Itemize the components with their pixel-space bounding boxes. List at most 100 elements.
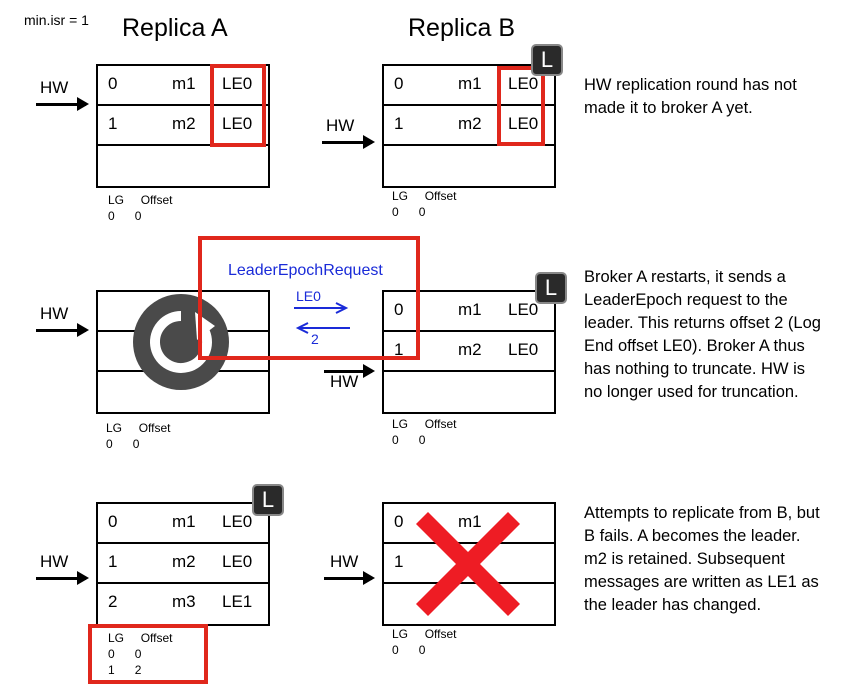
message-cell: m1 [458, 300, 482, 319]
hw-arrow-a2 [36, 323, 89, 337]
lg-header: LG [106, 421, 123, 435]
log-row: 0 m1 LE0 [98, 504, 268, 544]
min-isr-label: min.isr = 1 [24, 12, 89, 28]
log-row: 1 m2 LE0 [384, 332, 554, 372]
replica-a-title: Replica A [122, 14, 228, 42]
lg-header: LG [392, 627, 409, 641]
epoch-cell: LE0 [222, 74, 253, 93]
offset-header: Offset [140, 631, 173, 645]
leader-badge-b1: L [531, 44, 563, 76]
hw-label-b3: HW [330, 552, 359, 571]
hw-arrow-a1 [36, 97, 89, 111]
lg-offset-table-a2: LG Offset 0 0 [106, 420, 170, 452]
message-cell: m2 [172, 552, 196, 571]
offset-header: Offset [140, 193, 173, 207]
leader-epoch-request-label: LeaderEpochRequest [228, 262, 383, 279]
hw-label-b1: HW [326, 116, 355, 135]
message-cell: m1 [172, 74, 196, 93]
lg-offset-table-b1: LG Offset 0 0 [392, 188, 456, 220]
log-row: 1 m2 LE0 [98, 544, 268, 584]
log-row: 2 m3 LE1 [98, 584, 268, 624]
offset-cell: 1 [108, 114, 118, 133]
offset-cell: 1 [394, 340, 404, 359]
log-table-a3: 0 m1 LE0 1 m2 LE0 2 m3 LE1 [96, 502, 270, 626]
log-table-a1: 0 m1 LE0 1 m2 LE0 [96, 64, 270, 188]
epoch-cell: LE0 [508, 74, 539, 93]
lg-offset-table-b2: LG Offset 0 0 [392, 416, 456, 448]
failure-x-icon [415, 511, 521, 617]
offset-cell: 0 [108, 512, 118, 531]
lg-offset-highlight-a3 [88, 624, 208, 684]
offset-header: Offset [424, 189, 457, 203]
lg-value: 0 [106, 437, 113, 451]
leader-epoch-request-highlight [198, 236, 420, 360]
hw-label-a2: HW [40, 304, 69, 323]
log-table-b2: 0 m1 LE0 1 m2 LE0 [382, 290, 556, 414]
lg-header: LG [108, 631, 125, 645]
offset-value: 0 [418, 205, 426, 219]
offset-value: 2 [134, 663, 142, 677]
epoch-cell: LE0 [508, 114, 539, 133]
offset-header: Offset [138, 421, 171, 435]
leader-badge-b2: L [535, 272, 567, 304]
offset-cell: 0 [394, 300, 404, 319]
hw-label-b2: HW [330, 372, 359, 391]
request-arrow-label: LE0 [296, 288, 321, 304]
lg-offset-table-b3: LG Offset 0 0 [392, 626, 456, 658]
epoch-cell: LE0 [508, 300, 539, 319]
description-row3: Attempts to replicate from B, but B fail… [584, 504, 820, 614]
lg-value: 0 [392, 433, 399, 447]
hw-arrow-b3 [324, 571, 375, 585]
lg-offset-table-a3: LG Offset 0 0 1 2 [108, 630, 172, 678]
epoch-highlight-a1 [210, 64, 266, 147]
offset-cell: 0 [394, 74, 404, 93]
lg-value: 0 [392, 643, 399, 657]
response-arrow-label: 2 [311, 331, 319, 347]
message-cell: m2 [172, 114, 196, 133]
offset-cell: 0 [108, 74, 118, 93]
offset-cell: 1 [394, 114, 404, 133]
offset-cell: 1 [394, 552, 404, 571]
message-cell: m3 [172, 592, 196, 611]
epoch-cell: LE0 [222, 114, 253, 133]
description-row1: HW replication round has not made it to … [584, 76, 797, 117]
epoch-cell: LE0 [508, 340, 539, 359]
offset-value: 0 [418, 643, 426, 657]
lg-value: 0 [108, 647, 115, 661]
lg-value: 1 [108, 663, 115, 677]
request-response-arrows [294, 302, 350, 334]
offset-value: 0 [134, 647, 142, 661]
lg-value: 0 [108, 209, 115, 223]
log-row: 0 m1 LE0 [384, 292, 554, 332]
offset-value: 0 [418, 433, 426, 447]
log-row: 1 [384, 544, 554, 584]
lg-header: LG [392, 189, 409, 203]
message-cell: m1 [458, 74, 482, 93]
offset-cell: 1 [108, 552, 118, 571]
epoch-cell: LE1 [222, 592, 253, 611]
leader-badge-a3: L [252, 484, 284, 516]
offset-cell: 2 [108, 592, 118, 611]
epoch-cell: LE0 [222, 552, 253, 571]
message-cell: m2 [458, 340, 482, 359]
offset-value: 0 [134, 209, 142, 223]
log-row: 0 m1 [384, 504, 554, 544]
log-row: 1 m2 LE0 [384, 106, 554, 146]
log-row: 0 m1 LE0 [98, 66, 268, 106]
message-cell: m1 [458, 512, 482, 531]
lg-header: LG [108, 193, 125, 207]
offset-value: 0 [132, 437, 140, 451]
hw-arrow-b1 [322, 135, 375, 149]
offset-cell: 0 [394, 512, 404, 531]
description-row2: Broker A restarts, it sends a LeaderEpoc… [584, 268, 821, 401]
hw-arrow-b2 [324, 364, 375, 378]
offset-header: Offset [424, 417, 457, 431]
log-table-b1: 0 m1 LE0 1 m2 LE0 [382, 64, 556, 188]
message-cell: m1 [172, 512, 196, 531]
hw-arrow-a3 [36, 571, 89, 585]
offset-header: Offset [424, 627, 457, 641]
message-cell: m2 [458, 114, 482, 133]
log-row: 0 m1 LE0 [384, 66, 554, 106]
lg-value: 0 [392, 205, 399, 219]
log-row: 1 m2 LE0 [98, 106, 268, 146]
